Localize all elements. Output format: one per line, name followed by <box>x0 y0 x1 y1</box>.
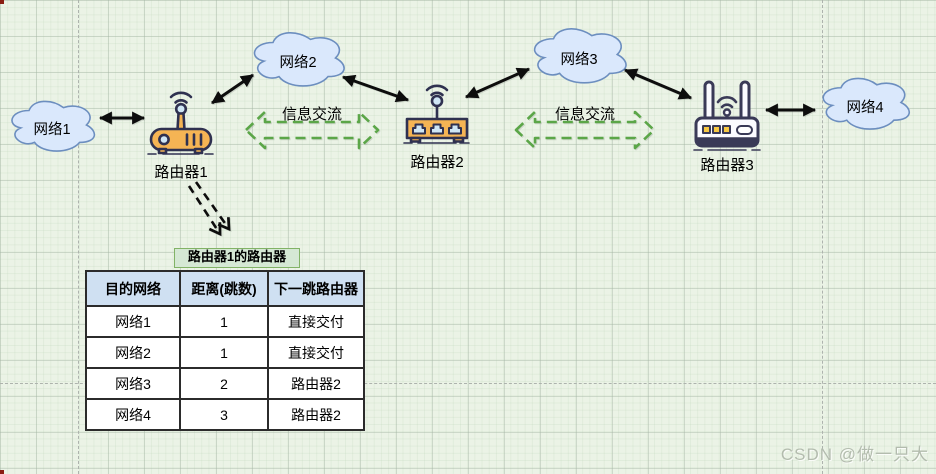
router1-label: 路由器1 <box>154 164 208 181</box>
router2-icon <box>403 84 470 144</box>
cloud-label: 网络4 <box>846 99 884 116</box>
page-boundary-line <box>78 0 79 474</box>
table-cell: 直接交付 <box>267 305 365 338</box>
table-cell: 3 <box>179 398 269 431</box>
table-header-row: 目的网络 距离(跳数) 下一跳路由器 <box>85 270 365 307</box>
link-router2-network3 <box>465 67 530 99</box>
link-network2-router2 <box>341 74 410 103</box>
table-row: 网络2 1 直接交付 <box>85 336 365 369</box>
cloud-label: 网络1 <box>33 122 71 138</box>
table-cell: 路由器2 <box>267 398 365 431</box>
corner-artifact <box>0 470 4 474</box>
col-destination-network: 目的网络 <box>85 270 181 307</box>
table-row: 网络1 1 直接交付 <box>85 305 365 338</box>
link-network3-router3 <box>624 68 692 100</box>
router3-icon <box>693 80 761 151</box>
cloud-shape <box>817 73 913 132</box>
info-exchange-label-2: 信息交流 <box>554 106 615 123</box>
routing-table: 目的网络 距离(跳数) 下一跳路由器 网络1 1 直接交付 网络2 1 直接交付… <box>85 270 365 431</box>
cloud-network1: 网络1 <box>6 96 98 154</box>
cloud-network4: 网络4 <box>817 73 913 132</box>
table-cell: 网络3 <box>85 367 181 400</box>
table-row: 网络4 3 路由器2 <box>85 398 365 431</box>
table-cell: 1 <box>179 305 269 338</box>
page-boundary-line <box>822 0 823 474</box>
table-cell: 路由器2 <box>267 367 365 400</box>
table-cell: 2 <box>179 367 269 400</box>
router2-label: 路由器2 <box>410 154 464 171</box>
table-cell: 直接交付 <box>267 336 365 369</box>
cloud-label: 网络3 <box>560 51 598 68</box>
table-cell: 网络2 <box>85 336 181 369</box>
dashed-pointer-arrow <box>187 181 229 234</box>
corner-artifact <box>0 0 4 4</box>
page-boundary-line <box>0 383 936 384</box>
table-cell: 网络1 <box>85 305 181 338</box>
routing-table-title: 路由器1的路由器 <box>174 248 300 268</box>
watermark: CSDN @做一只大 <box>780 445 929 464</box>
cloud-network3: 网络3 <box>528 23 630 86</box>
table-cell: 1 <box>179 336 269 369</box>
router3-label: 路由器3 <box>700 157 754 174</box>
cloud-shape <box>248 27 348 89</box>
table-cell: 网络4 <box>85 398 181 431</box>
cloud-label: 网络2 <box>279 55 317 71</box>
cloud-shape <box>6 96 98 154</box>
col-next-hop-router: 下一跳路由器 <box>267 270 365 307</box>
cloud-shape <box>528 23 630 86</box>
info-exchange-label-1: 信息交流 <box>281 106 342 123</box>
cloud-network2: 网络2 <box>248 27 348 89</box>
table-row: 网络3 2 路由器2 <box>85 367 365 400</box>
col-distance-hops: 距离(跳数) <box>179 270 269 307</box>
link-router1-network2 <box>211 73 254 105</box>
router1-icon <box>147 91 214 155</box>
